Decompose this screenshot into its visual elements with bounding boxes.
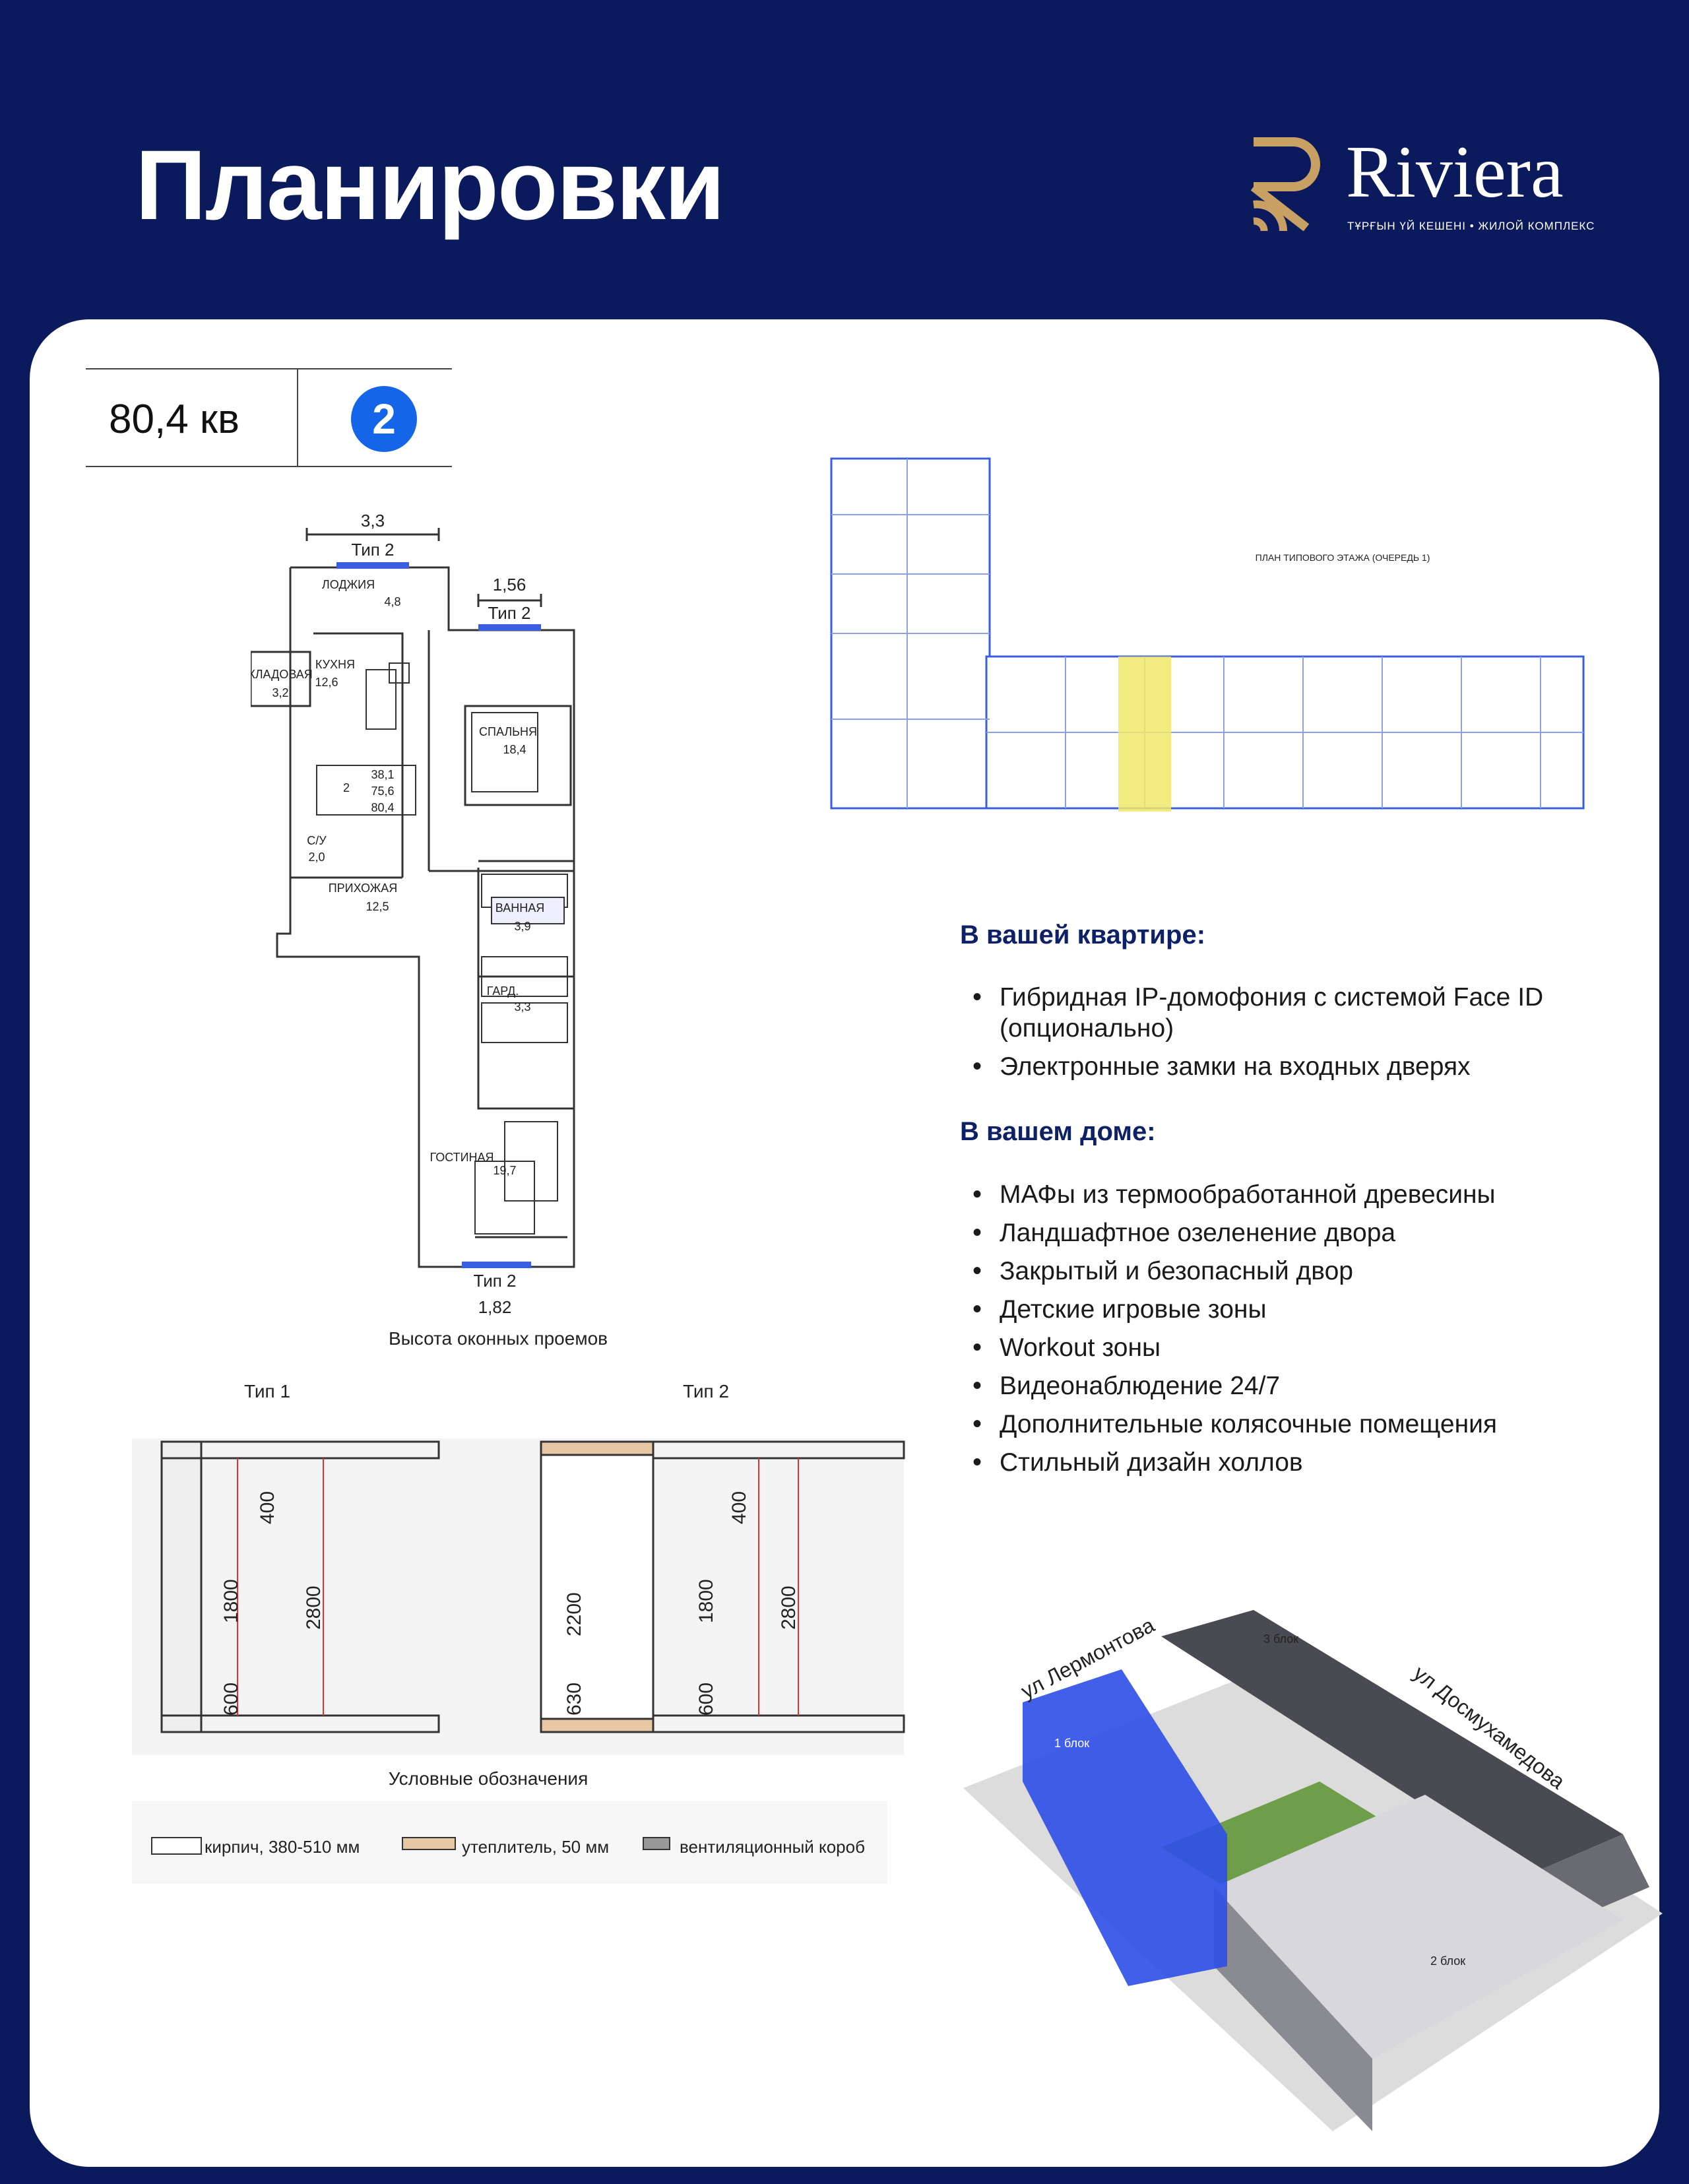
dim-bottom-type: Тип 2: [473, 1271, 516, 1291]
room-kitchen-area: 12,6: [315, 676, 338, 689]
legend-brick: кирпич, 380-510 мм: [205, 1837, 360, 1857]
type2-dim-630: 630: [563, 1683, 585, 1716]
room-hall-name: ПРИХОЖАЯ: [329, 882, 398, 895]
brand-subtitle: ТҰРҒЫН ҮЙ КЕШЕНІ • ЖИЛОЙ КОМПЛЕКС: [1347, 220, 1595, 232]
window-type1-label: Тип 1: [244, 1381, 290, 1401]
room-kitchen-name: КУХНЯ: [315, 658, 355, 671]
type1-dim-600: 600: [220, 1683, 242, 1716]
room-wardrobe-area: 3,3: [514, 1000, 530, 1013]
house-features-list: МАФы из термообработанной древесины Ланд…: [970, 1179, 1597, 1485]
block-1-highlight: [1023, 1669, 1227, 1986]
dim-mid-width: 1,56: [493, 575, 526, 594]
list-item: Ландшафтное озеленение двора: [970, 1217, 1597, 1248]
block-2-facade: [1214, 1887, 1372, 2131]
block-2: [1214, 1795, 1623, 2059]
label-block-1: 1 блок: [1054, 1737, 1089, 1750]
typical-floor-plan: ПЛАН ТИПОВОГО ЭТАЖА (ОЧЕРЕДЬ 1): [830, 457, 1585, 812]
dim-mid-type: Тип 2: [488, 603, 530, 623]
type2-dim-600: 600: [695, 1683, 717, 1716]
list-item: Дополнительные колясочные помещения: [970, 1409, 1597, 1440]
apartment-features-title: В вашей квартире:: [960, 920, 1206, 949]
window-heights-caption: Высота оконных проемов: [389, 1328, 608, 1349]
room-storage-name: КЛАДОВАЯ: [251, 668, 313, 681]
brand-logo: Riviera ТҰРҒЫН ҮЙ КЕШЕНІ • ЖИЛОЙ КОМПЛЕК…: [1247, 131, 1594, 234]
summary-living: 38,1: [371, 768, 394, 781]
window-type2-label: Тип 2: [683, 1381, 729, 1401]
house-features-title: В вашем доме:: [960, 1117, 1156, 1146]
summary-rooms: 2: [343, 781, 350, 794]
label-block-3: 3 блок: [1263, 1632, 1298, 1646]
brand-name: Riviera: [1346, 131, 1564, 213]
list-item: Детские игровые зоны: [970, 1294, 1597, 1325]
apartment-plan: 3,3 Тип 2 1,56 Тип 2 Тип 2 1,82 ЛОДЖИЯ 4…: [251, 511, 608, 1349]
room-loggia-name: ЛОДЖИЯ: [322, 578, 375, 591]
list-item: Электронные замки на входных дверях: [970, 1051, 1597, 1082]
legend-vent-swatch: [643, 1837, 670, 1850]
type2-dim-2800: 2800: [778, 1586, 800, 1630]
list-item: Workout зоны: [970, 1332, 1597, 1363]
legend-title: Условные обозначения: [389, 1768, 589, 1789]
type2-dim-400: 400: [728, 1491, 750, 1524]
list-item: МАФы из термообработанной древесины: [970, 1179, 1597, 1210]
dim-top-width: 3,3: [361, 511, 385, 530]
type1-dim-1800: 1800: [220, 1579, 242, 1623]
window-living: [462, 1262, 531, 1268]
summary-net: 75,6: [371, 785, 394, 798]
header-divider: [297, 368, 298, 467]
room-bath-area: 3,9: [514, 920, 530, 933]
legend-insulation-swatch: [402, 1837, 456, 1850]
highlighted-apartment: [1118, 657, 1171, 812]
page-title: Планировки: [135, 129, 725, 240]
rooms-badge: 2: [351, 386, 417, 452]
complex-map: ул Лермонтова ул Досмухамедова 1 блок 2 …: [963, 1610, 1663, 2131]
room-wc-name: С/У: [307, 834, 327, 847]
riviera-logo-icon: [1250, 137, 1320, 231]
list-item: Видеонаблюдение 24/7: [970, 1370, 1597, 1401]
summary-total: 80,4: [371, 801, 394, 814]
room-wardrobe-name: ГАРД.: [487, 984, 519, 998]
room-storage-area: 3,2: [272, 686, 288, 699]
room-bedroom-area: 18,4: [503, 743, 526, 756]
list-item: Закрытый и безопасный двор: [970, 1256, 1597, 1287]
room-bedroom-name: СПАЛЬНЯ: [479, 725, 537, 738]
dim-bottom-width: 1,82: [478, 1297, 512, 1317]
window-type-details: Тип 1 Тип 2 400 1800 2800 600 2200 630 4…: [132, 1381, 905, 1884]
room-living-area: 19,7: [493, 1164, 516, 1177]
list-item: Стильный дизайн холлов: [970, 1447, 1597, 1478]
legend-brick-swatch: [151, 1837, 202, 1855]
room-living-name: ГОСТИНАЯ: [430, 1151, 494, 1164]
room-wc-area: 2,0: [308, 851, 325, 864]
type1-dim-2800: 2800: [303, 1586, 325, 1630]
block-3: [1161, 1610, 1623, 1874]
dim-top-type: Тип 2: [351, 540, 394, 560]
type2-dim-1800: 1800: [695, 1579, 717, 1623]
legend-insulation: утеплитель, 50 мм: [462, 1837, 609, 1857]
label-block-2: 2 блок: [1430, 1954, 1465, 1968]
floor-plan-caption: ПЛАН ТИПОВОГО ЭТАЖА (ОЧЕРЕДЬ 1): [1256, 552, 1430, 563]
window-loggia: [336, 562, 409, 569]
header-bottom-rule: [86, 466, 452, 467]
type1-dim-400: 400: [257, 1491, 278, 1524]
header-top-rule: [86, 368, 452, 369]
room-hall-area: 12,5: [366, 900, 389, 913]
room-bath-name: ВАННАЯ: [495, 901, 544, 915]
apartment-area: 80,4 кв: [109, 397, 239, 442]
room-loggia-area: 4,8: [384, 595, 400, 608]
type2-dim-2200: 2200: [563, 1592, 585, 1636]
legend-vent: вентиляционный короб: [680, 1837, 865, 1857]
apartment-features-list: Гибридная IP-домофония с системой Face I…: [970, 982, 1597, 1089]
list-item: Гибридная IP-домофония с системой Face I…: [970, 982, 1597, 1044]
window-bedroom: [478, 624, 541, 631]
